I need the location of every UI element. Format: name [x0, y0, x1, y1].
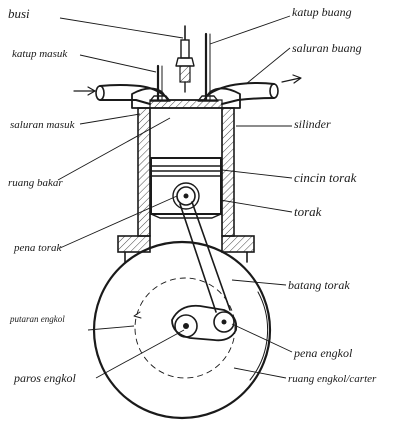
label-busi: busi — [8, 6, 30, 21]
label-silinder: silinder — [294, 117, 331, 131]
cylinder — [117, 107, 255, 263]
connecting-rod — [172, 182, 231, 313]
label-pena-torak: pena torak — [13, 242, 62, 254]
label-ruang-bakar: ruang bakar — [8, 177, 63, 189]
label-cincin-torak: cincin torak — [294, 170, 357, 185]
label-torak: torak — [294, 204, 322, 219]
spark-plug — [175, 25, 195, 93]
leader-lines — [57, 15, 293, 379]
labels: busi katup buang katup masuk saluran bua… — [8, 5, 377, 385]
intake-flow-arrow — [73, 86, 96, 96]
exhaust-flow-arrow — [281, 74, 302, 84]
label-paros-engkol: paros engkol — [13, 371, 77, 385]
label-pena-engkol: pena engkol — [293, 346, 353, 360]
cylinder-head — [95, 82, 279, 109]
exhaust-valve — [197, 32, 219, 102]
intake-valve — [149, 64, 171, 102]
crank — [171, 304, 238, 342]
label-katup-masuk: katup masuk — [12, 48, 68, 60]
label-ruang-engkol-carter: ruang engkol/carter — [288, 373, 377, 385]
label-saluran-masuk: saluran masuk — [10, 119, 76, 131]
label-saluran-buang: saluran buang — [292, 41, 362, 55]
label-katup-buang: katup buang — [292, 5, 352, 19]
label-batang-torak: batang torak — [288, 278, 350, 292]
crankcase — [92, 240, 272, 420]
label-putaran-engkol: putaran engkol — [9, 314, 65, 324]
